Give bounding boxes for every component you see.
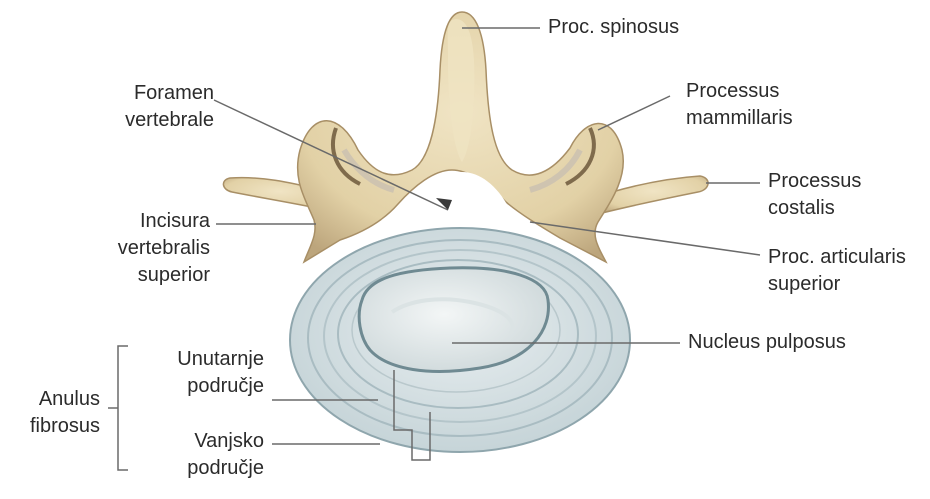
label-anulus-fibrosus: Anulus fibrosus	[8, 386, 100, 440]
label-foramen-vertebrale: Foramen vertebrale	[104, 80, 214, 134]
intervertebral-disc	[290, 228, 630, 452]
label-proc-spinosus-text: Proc. spinosus	[548, 14, 679, 41]
label-costalis-line2: costalis	[768, 195, 861, 222]
label-costalis-line1: Processus	[768, 168, 861, 195]
label-processus-costalis: Processus costalis	[768, 168, 861, 222]
label-nucleus-text: Nucleus pulposus	[688, 329, 846, 356]
label-unutarnje-line1: Unutarnje	[140, 346, 264, 373]
label-incisura-vertebralis: Incisura vertebralis superior	[86, 208, 210, 289]
label-anulus-line2: fibrosus	[8, 413, 100, 440]
label-vanjsko-line1: Vanjsko	[140, 428, 264, 455]
label-nucleus-pulposus: Nucleus pulposus	[688, 329, 846, 356]
label-articularis-line1: Proc. articularis	[768, 244, 906, 271]
label-mammillaris-line2: mammillaris	[686, 105, 793, 132]
label-vanjsko-line2: područje	[140, 455, 264, 482]
label-anulus-line1: Anulus	[8, 386, 100, 413]
label-articularis-line2: superior	[768, 271, 906, 298]
label-proc-spinosus: Proc. spinosus	[548, 14, 679, 41]
label-incisura-line3: superior	[86, 262, 210, 289]
label-vanjsko-podrucje: Vanjsko područje	[140, 428, 264, 482]
label-incisura-line2: vertebralis	[86, 235, 210, 262]
label-unutarnje-podrucje: Unutarnje područje	[140, 346, 264, 400]
label-processus-mammillaris: Processus mammillaris	[686, 78, 793, 132]
label-foramen-line1: Foramen	[104, 80, 214, 107]
label-incisura-line1: Incisura	[86, 208, 210, 235]
label-unutarnje-line2: područje	[140, 373, 264, 400]
label-mammillaris-line1: Processus	[686, 78, 793, 105]
label-foramen-line2: vertebrale	[104, 107, 214, 134]
label-proc-articularis: Proc. articularis superior	[768, 244, 906, 298]
